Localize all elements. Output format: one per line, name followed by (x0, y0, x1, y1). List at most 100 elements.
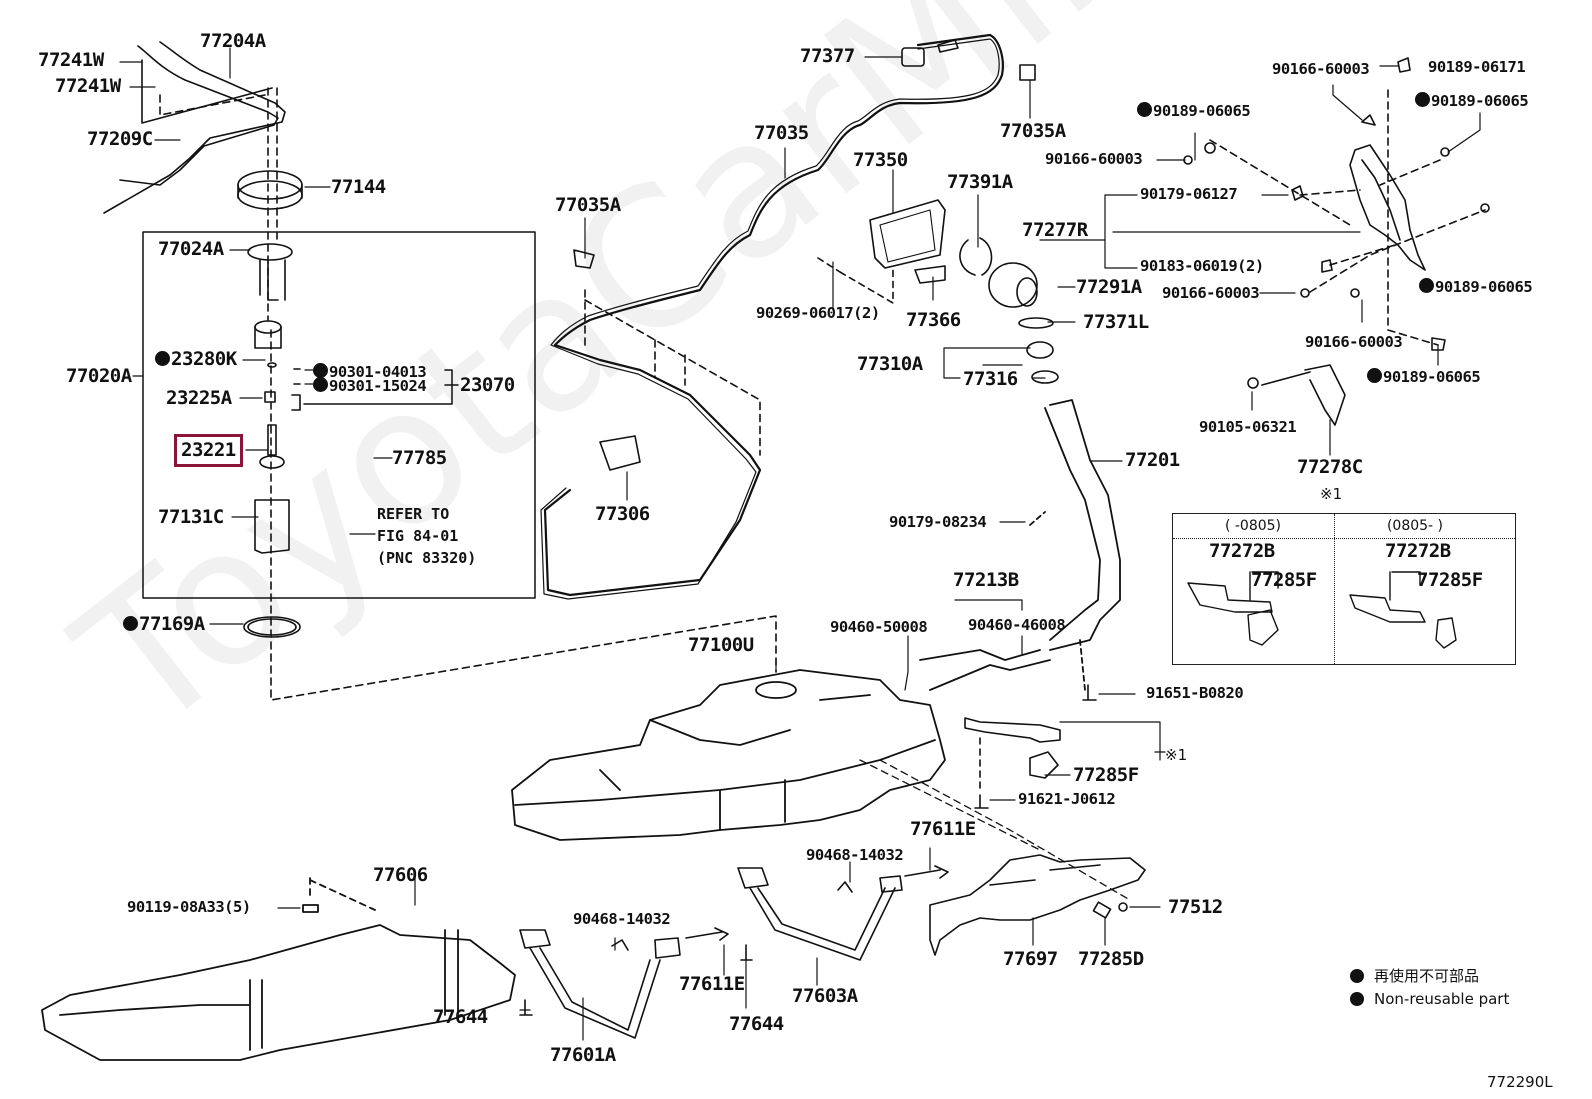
tank-straps (519, 865, 949, 1039)
part-label-77100U[interactable]: 77100U (688, 634, 754, 656)
part-label-90460-50008[interactable]: 90460-50008 (830, 618, 928, 636)
part-label-23280K[interactable]: 23280K (155, 350, 237, 369)
part-label-90269-06017[interactable]: 90269-06017(2) (756, 304, 880, 322)
legend-item-jp: 再使用不可部品 (1350, 965, 1509, 988)
filler-pipe-77201 (919, 399, 1121, 691)
fuel-tube-assembly (103, 41, 286, 214)
inset-ref-marker: ※1 (1320, 485, 1343, 503)
part-label-77606[interactable]: 77606 (373, 864, 428, 886)
nonreusable-marker-icon (1350, 969, 1364, 983)
part-label-77391A[interactable]: 77391A (947, 171, 1013, 193)
part-label-90460-46008[interactable]: 90460-46008 (968, 616, 1066, 634)
inset-period-early: ( -0805) (1224, 518, 1282, 534)
tank-cover-77606 (41, 877, 516, 1061)
part-label-77272B[interactable]: 77272B (1209, 540, 1275, 562)
nonreusable-marker-icon (1367, 368, 1382, 383)
part-label-77644[interactable]: 77644 (729, 1013, 784, 1035)
nonreusable-marker-icon (1137, 102, 1152, 117)
part-label-23225A[interactable]: 23225A (166, 387, 232, 409)
part-label-90468-14032[interactable]: 90468-14032 (573, 910, 671, 928)
part-label-90301-04013[interactable]: 90301-04013 (313, 363, 427, 381)
part-label-90166-60003[interactable]: 90166-60003 (1045, 150, 1143, 168)
part-label-77697[interactable]: 77697 (1003, 948, 1058, 970)
part-label-77241W[interactable]: 77241W (38, 49, 104, 71)
part-label-77601A[interactable]: 77601A (550, 1044, 616, 1066)
part-label-90179-06127[interactable]: 90179-06127 (1140, 185, 1238, 203)
part-label-77512[interactable]: 77512 (1168, 896, 1223, 918)
leader-lines (119, 47, 1481, 1041)
part-label-77131C[interactable]: 77131C (158, 506, 224, 528)
part-label-90119-08A33[interactable]: 90119-08A33(5) (127, 898, 251, 916)
part-label-77144[interactable]: 77144 (331, 176, 386, 198)
bracket-77277r (1183, 57, 1490, 426)
part-label-90189-06065[interactable]: 90189-06065 (1137, 102, 1251, 120)
part-label-77035A[interactable]: 77035A (555, 194, 621, 216)
part-label-23221-highlighted[interactable]: 23221 (174, 434, 243, 467)
fuel-tank-77100u (511, 669, 946, 841)
part-label-77306[interactable]: 77306 (595, 503, 650, 525)
part-label-77285F[interactable]: 77285F (1073, 764, 1139, 786)
fuel-sender-77024a (247, 243, 293, 301)
protector-77697 (929, 854, 1146, 956)
part-label-77024A[interactable]: 77024A (158, 238, 224, 260)
legend: 再使用不可部品 Non-reusable part (1350, 965, 1509, 1012)
nonreusable-marker-icon (1350, 992, 1364, 1007)
nonreusable-marker-icon (123, 616, 138, 631)
part-label-77201[interactable]: 77201 (1125, 449, 1180, 471)
bracket-23070 (303, 369, 459, 405)
variant-inset-table: ( -0805) (0805- ) 77272B 77285F 77272B 7… (1172, 513, 1516, 665)
inset-divider (1334, 514, 1335, 664)
part-label-77291A[interactable]: 77291A (1076, 276, 1142, 298)
figure-id: 772290L (1487, 1073, 1553, 1091)
part-label-90183-06019[interactable]: 90183-06019(2) (1140, 257, 1264, 275)
part-label-77277R[interactable]: 77277R (1022, 219, 1088, 241)
part-label-77035[interactable]: 77035 (754, 122, 809, 144)
part-label-90301-15024[interactable]: 90301-15024 (313, 377, 427, 395)
part-label-90166-60003[interactable]: 90166-60003 (1162, 284, 1260, 302)
part-label-77209C[interactable]: 77209C (87, 128, 153, 150)
part-label-90189-06065[interactable]: 90189-06065 (1415, 92, 1529, 110)
part-label-77213B[interactable]: 77213B (953, 569, 1019, 591)
part-label-77316[interactable]: 77316 (963, 368, 1018, 390)
part-label-77611E[interactable]: 77611E (679, 973, 745, 995)
part-label-90189-06065[interactable]: 90189-06065 (1419, 278, 1533, 296)
part-label-91621-J0612[interactable]: 91621-J0612 (1018, 790, 1116, 808)
part-label-90189-06065[interactable]: 90189-06065 (1367, 368, 1481, 386)
part-label-90166-60003[interactable]: 90166-60003 (1305, 333, 1403, 351)
part-label-77272B[interactable]: 77272B (1385, 540, 1451, 562)
nonreusable-marker-icon (313, 377, 328, 392)
part-label-77285D[interactable]: 77285D (1078, 948, 1144, 970)
nonreusable-marker-icon (155, 351, 170, 366)
part-label-77204A[interactable]: 77204A (200, 30, 266, 52)
part-label-77278C[interactable]: 77278C (1297, 456, 1363, 478)
refer-note: REFER TO FIG 84-01 (PNC 83320) (377, 505, 477, 567)
part-label-23070[interactable]: 23070 (460, 374, 515, 396)
part-label-77310A[interactable]: 77310A (857, 353, 923, 375)
part-label-77285F[interactable]: 77285F (1417, 569, 1483, 591)
part-label-77350[interactable]: 77350 (853, 149, 908, 171)
part-label-77241W[interactable]: 77241W (55, 75, 121, 97)
part-label-77366[interactable]: 77366 (906, 309, 961, 331)
part-label-77603A[interactable]: 77603A (792, 985, 858, 1007)
inset-divider (1173, 538, 1515, 539)
protector-bracket (964, 684, 1097, 809)
part-label-77785[interactable]: 77785 (392, 447, 447, 469)
fuel-lid-cable-77035 (540, 33, 1004, 600)
part-label-90166-60003[interactable]: 90166-60003 (1272, 60, 1370, 78)
part-label-77020A[interactable]: 77020A (66, 365, 132, 387)
part-label-77371L[interactable]: 77371L (1083, 311, 1149, 333)
part-label-90105-06321[interactable]: 90105-06321 (1199, 418, 1297, 436)
part-label-77611E[interactable]: 77611E (910, 818, 976, 840)
part-label-91651-B0820[interactable]: 91651-B0820 (1146, 684, 1244, 702)
part-label-77285F[interactable]: 77285F (1251, 569, 1317, 591)
part-label-77644[interactable]: 77644 (433, 1006, 488, 1028)
part-label-90189-06171[interactable]: 90189-06171 (1428, 58, 1526, 76)
fuel-pump-parts (243, 320, 301, 638)
part-label-77035A[interactable]: 77035A (1000, 120, 1066, 142)
part-label-77169A[interactable]: 77169A (123, 615, 205, 634)
part-label-77377[interactable]: 77377 (800, 45, 855, 67)
part-label-90468-14032[interactable]: 90468-14032 (806, 846, 904, 864)
part-label-90179-08234[interactable]: 90179-08234 (889, 513, 987, 531)
